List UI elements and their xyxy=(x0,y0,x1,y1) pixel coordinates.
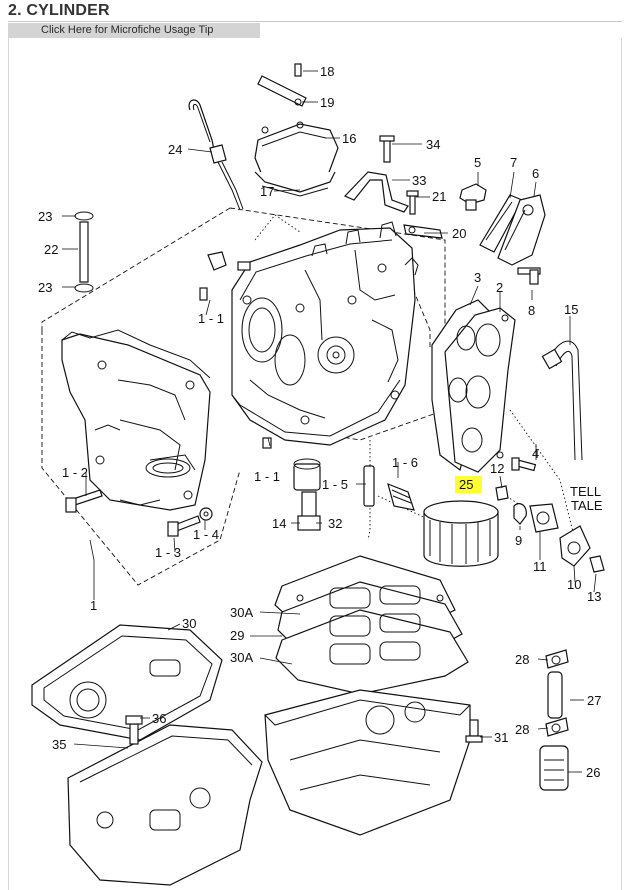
callout-1-3[interactable]: 1 - 3 xyxy=(155,545,181,560)
thermostat-housing xyxy=(459,183,546,285)
callout-25[interactable]: 25 xyxy=(459,477,473,492)
tell-label[interactable]: TELL xyxy=(570,484,601,499)
callout-1-4[interactable]: 1 - 4 xyxy=(193,527,219,542)
callout-34[interactable]: 34 xyxy=(426,137,440,152)
callout-1-1-mid[interactable]: 1 - 1 xyxy=(254,469,280,484)
callout-36[interactable]: 36 xyxy=(152,711,166,726)
callout-30[interactable]: 30 xyxy=(182,616,196,631)
callout-23-top[interactable]: 23 xyxy=(38,209,52,224)
callout-17[interactable]: 17 xyxy=(260,184,274,199)
callout-14[interactable]: 14 xyxy=(272,516,286,531)
leader-lines xyxy=(62,70,597,773)
left-housing xyxy=(61,329,211,511)
callout-2[interactable]: 2 xyxy=(496,280,503,295)
callout-22[interactable]: 22 xyxy=(44,242,58,257)
tell-tale-hose xyxy=(541,340,583,461)
callout-23-bottom[interactable]: 23 xyxy=(38,280,52,295)
callout-26[interactable]: 26 xyxy=(586,765,600,780)
callout-24[interactable]: 24 xyxy=(168,142,182,157)
callout-19[interactable]: 19 xyxy=(320,95,334,110)
callout-11[interactable]: 11 xyxy=(533,559,547,574)
callout-16[interactable]: 16 xyxy=(342,131,356,146)
mount-bracket xyxy=(343,135,443,239)
callout-15[interactable]: 15 xyxy=(564,302,578,317)
callout-27[interactable]: 27 xyxy=(587,693,601,708)
callout-33[interactable]: 33 xyxy=(412,173,426,188)
callout-28-bottom[interactable]: 28 xyxy=(515,722,529,737)
callout-1-1-top[interactable]: 1 - 1 xyxy=(198,311,224,326)
callout-30a-bottom[interactable]: 30A xyxy=(230,650,253,665)
lower-housing-right xyxy=(264,689,471,836)
part-25-highlight xyxy=(455,476,482,493)
callout-5[interactable]: 5 xyxy=(474,155,481,170)
callout-13[interactable]: 13 xyxy=(587,589,601,604)
callout-7[interactable]: 7 xyxy=(510,155,517,170)
head-cover xyxy=(254,63,339,197)
gasket-left xyxy=(31,624,223,741)
callout-10[interactable]: 10 xyxy=(567,577,581,592)
callout-29[interactable]: 29 xyxy=(230,628,244,643)
callout-1-2[interactable]: 1 - 2 xyxy=(62,465,88,480)
callout-12[interactable]: 12 xyxy=(490,461,504,476)
fuel-filter-assy xyxy=(465,649,569,791)
diagram-frame xyxy=(8,38,622,890)
callout-4[interactable]: 4 xyxy=(532,446,539,461)
callout-28-top[interactable]: 28 xyxy=(515,652,529,667)
callout-1-6[interactable]: 1 - 6 xyxy=(392,455,418,470)
callout-18[interactable]: 18 xyxy=(320,64,334,79)
callout-3[interactable]: 3 xyxy=(474,270,481,285)
callout-6[interactable]: 6 xyxy=(532,166,539,181)
callout-8[interactable]: 8 xyxy=(528,303,535,318)
callout-20[interactable]: 20 xyxy=(452,226,466,241)
cylinder-block xyxy=(231,221,419,446)
page-title: 2. CYLINDER xyxy=(8,2,110,19)
callout-labels[interactable]: 18 19 16 34 24 17 33 5 7 6 21 20 23 22 2… xyxy=(38,64,603,780)
callout-9[interactable]: 9 xyxy=(515,533,522,548)
small-fasteners-left xyxy=(65,211,272,537)
anode-parts xyxy=(293,458,415,531)
oil-pan xyxy=(67,715,263,886)
tale-label[interactable]: TALE xyxy=(571,498,603,513)
callout-35[interactable]: 35 xyxy=(52,737,66,752)
callout-1[interactable]: 1 xyxy=(90,598,97,613)
dipstick xyxy=(188,99,244,211)
gasket-stack xyxy=(274,555,469,695)
microfiche-tip-link[interactable]: Click Here for Microfiche Usage Tip xyxy=(8,23,260,38)
oil-filter xyxy=(423,500,499,567)
small-parts-right xyxy=(495,457,605,573)
callout-1-5[interactable]: 1 - 5 xyxy=(322,477,348,492)
title-divider xyxy=(8,21,622,22)
callout-31[interactable]: 31 xyxy=(494,730,508,745)
callout-30a-top[interactable]: 30A xyxy=(230,605,253,620)
callout-21[interactable]: 21 xyxy=(432,189,446,204)
exhaust-cover xyxy=(431,299,516,473)
callout-32[interactable]: 32 xyxy=(328,516,342,531)
